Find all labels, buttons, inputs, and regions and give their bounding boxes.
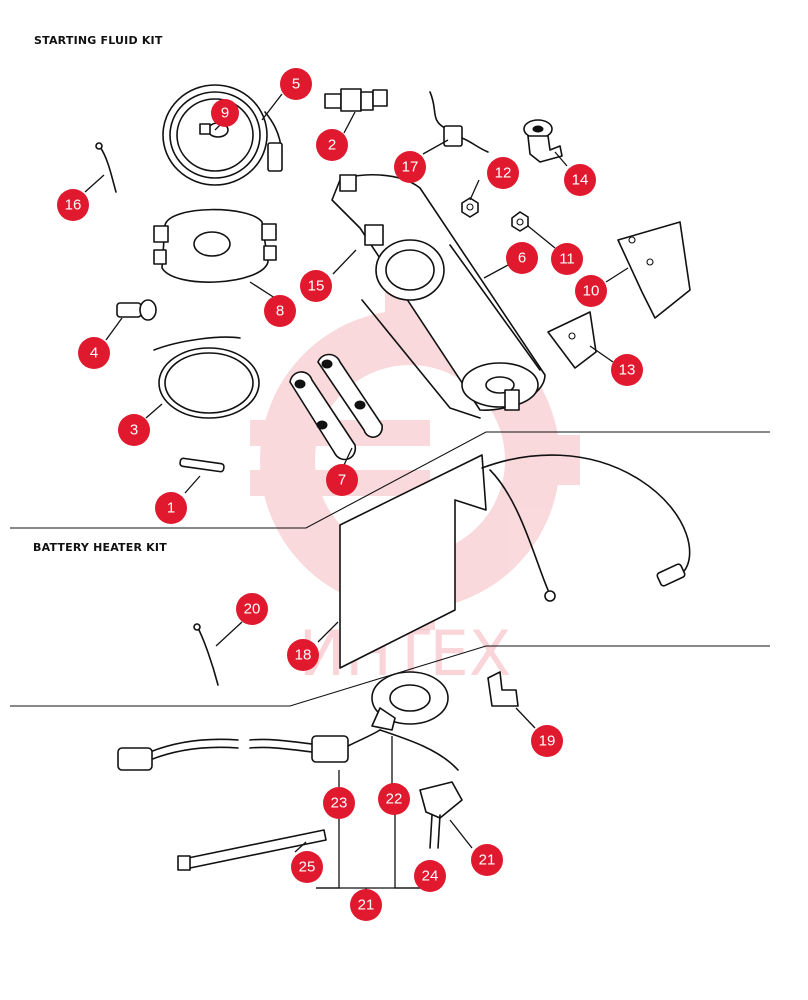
svg-text:3: 3: [130, 422, 138, 439]
tubing-coil-part: [153, 336, 260, 419]
strap-bracket-part: [289, 353, 383, 461]
callout-13: 13: [611, 354, 643, 386]
svg-text:12: 12: [495, 165, 512, 182]
callout-24: 24: [414, 860, 446, 892]
svg-text:11: 11: [559, 251, 575, 268]
callout-8: 8: [264, 295, 296, 327]
heater-element-part: [371, 671, 449, 731]
svg-text:19: 19: [539, 733, 556, 750]
svg-text:21: 21: [358, 897, 375, 914]
svg-text:6: 6: [518, 250, 526, 267]
fitting-part-4: [116, 299, 157, 321]
callout-15: 15: [300, 270, 332, 302]
callout-4: 4: [78, 337, 110, 369]
callout-3: 3: [118, 414, 150, 446]
pin-part: [179, 457, 225, 473]
starting-fluid-kit-title: STARTING FLUID KIT: [34, 34, 163, 47]
svg-text:14: 14: [572, 172, 589, 189]
tubing-assembly-part: [162, 84, 283, 186]
svg-text:22: 22: [386, 791, 403, 808]
svg-text:20: 20: [244, 601, 261, 618]
svg-text:4: 4: [90, 345, 98, 362]
svg-text:13: 13: [619, 362, 636, 379]
callout-25: 25: [291, 851, 323, 883]
cover-plate-part: [153, 208, 277, 283]
svg-text:9: 9: [221, 105, 229, 122]
bracket-part-13: [547, 311, 597, 369]
plug-part: [379, 729, 463, 849]
callout-9: 9: [211, 99, 239, 127]
callout-1: 1: [155, 492, 187, 524]
callout-20: 20: [236, 593, 268, 625]
callout-17: 17: [394, 151, 426, 183]
callout-16: 16: [57, 189, 89, 221]
callout-12: 12: [487, 157, 519, 189]
svg-text:1: 1: [167, 500, 175, 517]
svg-text:25: 25: [299, 859, 316, 876]
callout-21a: 21: [471, 844, 503, 876]
callout-6: 6: [506, 242, 538, 274]
power-cord-part: [117, 729, 381, 771]
svg-text:2: 2: [328, 137, 336, 154]
strap-part-20: [193, 623, 219, 686]
bracket-part-10: [617, 221, 691, 319]
battery-heater-kit-title: BATTERY HEATER KIT: [33, 541, 167, 554]
svg-text:23: 23: [331, 795, 348, 812]
tie-strap-part: [177, 829, 327, 871]
elbow-fitting-part: [523, 119, 563, 163]
callout-7: 7: [326, 464, 358, 496]
callout-19: 19: [531, 725, 563, 757]
callout-10: 10: [575, 275, 607, 307]
callout-21b: 21: [350, 889, 382, 921]
callout-23: 23: [323, 787, 355, 819]
callout-11: 11: [551, 243, 583, 275]
heater-pad-part: [339, 454, 691, 669]
callout-22: 22: [378, 783, 410, 815]
svg-text:5: 5: [292, 76, 300, 93]
nut-part: [461, 197, 479, 218]
svg-text:17: 17: [402, 159, 419, 176]
svg-text:16: 16: [65, 197, 82, 214]
svg-text:24: 24: [422, 868, 439, 885]
fluid-canister-part: [331, 173, 546, 419]
strap-part: [95, 142, 117, 193]
fitting-part: [324, 88, 388, 112]
svg-text:18: 18: [295, 647, 312, 664]
callout-5: 5: [280, 68, 312, 100]
wire-connector-part: [429, 91, 489, 153]
callout-14: 14: [564, 164, 596, 196]
clip-part: [487, 671, 519, 707]
svg-text:7: 7: [338, 472, 346, 489]
svg-text:21: 21: [479, 852, 496, 869]
svg-text:15: 15: [308, 278, 325, 295]
svg-text:10: 10: [583, 283, 600, 300]
callout-18: 18: [287, 639, 319, 671]
nut-part-11: [511, 211, 529, 232]
callout-2: 2: [316, 129, 348, 161]
svg-text:8: 8: [276, 303, 284, 320]
